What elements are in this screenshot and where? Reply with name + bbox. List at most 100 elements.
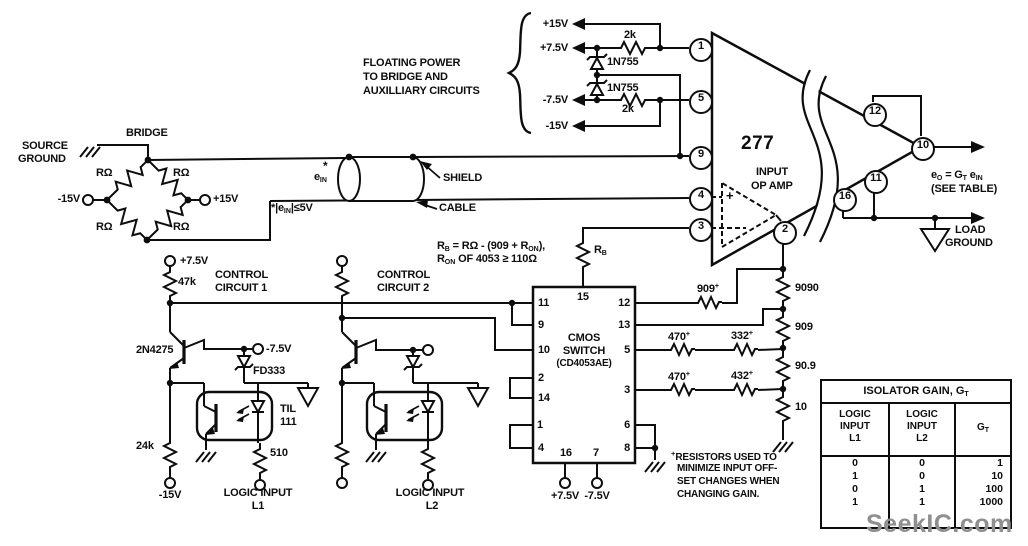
cmos-pin-1: 1	[537, 419, 543, 431]
label-cc1-logic-2: L1	[251, 500, 265, 512]
amp-pin-3: 3	[689, 218, 713, 242]
cmos-ground-symbol	[644, 461, 666, 473]
cmos-pin-8: 8	[624, 442, 630, 454]
label-load-ground-1: LOAD	[955, 224, 986, 236]
label-r-bl: RΩ	[96, 221, 113, 233]
cmos-pin-3: 3	[624, 384, 630, 396]
label-cmos-2: SWITCH	[562, 345, 606, 357]
label-floating-3: AUXILLIARY CIRCUITS	[363, 85, 480, 97]
label-shield: SHIELD	[443, 172, 483, 184]
isolation-wave-right	[817, 75, 839, 243]
label-amp-plus: +	[726, 188, 734, 203]
cc2-ground-symbol	[365, 451, 387, 463]
isolation-wave-left	[801, 69, 823, 237]
label-bridge: BRIDGE	[126, 127, 168, 139]
label-amp-inner-1: INPUT	[756, 166, 789, 178]
arrows	[572, 18, 985, 224]
fd333-diode	[234, 355, 254, 371]
terminal-cmos-p75	[559, 477, 571, 489]
led-cc2	[406, 400, 436, 422]
label-chain-909: 909	[795, 321, 813, 333]
led-cc1	[236, 400, 266, 422]
source-ground-symbol	[79, 146, 101, 158]
label-cc1-title-1: CONTROL	[215, 269, 268, 281]
label-cc1-title-2: CIRCUIT 1	[215, 282, 267, 294]
label-cc1-supply: +7.5V	[180, 255, 209, 267]
label-floating-2: TO BRIDGE AND	[363, 71, 448, 83]
label-chain-90-9: 90.9	[795, 360, 816, 372]
label-r332: 332+	[731, 328, 754, 342]
label-cc1-510: 510	[270, 447, 288, 459]
label-chain-9090: 9090	[795, 282, 819, 294]
label-ein: eIN	[314, 171, 327, 184]
cmos-pin-9: 9	[538, 319, 544, 331]
label-output-formula: eO = GT eIN	[931, 169, 983, 182]
label-2k-bottom: 2k	[622, 103, 634, 115]
amp-pin-12: 12	[863, 103, 887, 127]
cc1-triangle-ground	[296, 387, 320, 409]
arrow-load	[971, 212, 985, 224]
label-cc2-logic-1: LOGIC INPUT	[395, 487, 465, 499]
label-rb-formula-1: RB = RΩ - (909 + RON),	[437, 240, 546, 253]
terminal-logic-l2	[422, 479, 434, 491]
cmos-pin-13: 13	[618, 319, 630, 331]
label-cc1-24k: 24k	[136, 440, 154, 452]
cc2-triangle-ground	[466, 387, 490, 409]
optocoupler-til111	[195, 390, 274, 442]
label-cc1-logic-1: LOGIC INPUT	[223, 487, 293, 499]
table-title: ISOLATOR GAIN, GT	[822, 381, 1010, 404]
cmos-pin-2: 2	[538, 372, 544, 384]
label-floating-1: FLOATING POWER	[363, 57, 461, 69]
label-tap-m15: -15V	[545, 120, 569, 132]
cmos-pin-6: 6	[624, 419, 630, 431]
terminal-logic-l1	[254, 479, 266, 491]
amp-pin-2: 2	[773, 221, 797, 245]
label-tap-p15: +15V	[542, 18, 568, 30]
cmos-pin-4: 4	[538, 442, 544, 454]
cmos-pin-7: 7	[593, 447, 599, 459]
floating-power-brace	[506, 11, 532, 135]
terminal-cmos-m75	[591, 477, 603, 489]
label-cc1-diode: FD333	[253, 365, 286, 377]
op-amp	[710, 30, 924, 268]
arrow-p75	[572, 42, 585, 54]
label-r-br: RΩ	[173, 221, 190, 233]
label-bridge-neg15: -15V	[57, 193, 81, 205]
label-amp-inner-2: OP AMP	[751, 180, 793, 192]
amp-pin-16: 16	[833, 188, 857, 212]
label-cc1-opto-1: TIL	[280, 403, 296, 415]
terminal-cc1-neg	[252, 343, 264, 355]
label-r909: 909+	[697, 281, 720, 295]
arrow-m75	[572, 94, 585, 106]
amp-pin-5: 5	[689, 90, 713, 114]
cc1-ground-symbol	[195, 451, 217, 463]
q1-emitter-arrow	[169, 362, 179, 369]
label-amp-part: 277	[741, 133, 775, 154]
terminal-neg15-bridge	[82, 194, 94, 206]
shield-pointer-head	[420, 161, 432, 170]
terminal-cc1-supply	[164, 255, 176, 267]
cmos-pin-11: 11	[538, 297, 550, 309]
label-source-ground-1: SOURCE	[22, 140, 68, 152]
label-chain-10: 10	[795, 401, 807, 413]
q2-emitter-arrow	[341, 362, 351, 369]
label-note-1: +RESISTORS USED TO	[671, 449, 777, 463]
arrow-p15	[572, 18, 585, 30]
label-cc2-logic-2: L2	[425, 500, 439, 512]
cmos-pin-12: 12	[618, 297, 630, 309]
amp-pin-9: 9	[689, 146, 713, 170]
label-cc1-neg15: -15V	[158, 489, 182, 501]
amp-pin-1: 1	[689, 38, 713, 62]
label-note-3: SET CHANGES WHEN	[677, 476, 780, 487]
inner-op-amp	[721, 181, 778, 249]
label-note-4: CHANGING GAIN.	[677, 489, 760, 500]
label-cmos-3: (CD4053AE)	[556, 358, 612, 369]
label-load-ground-2: GROUND	[945, 237, 993, 249]
label-zener-1: 1N755	[607, 56, 639, 68]
label-rb-formula-2: RON OF 4053 ≥ 110Ω	[437, 253, 537, 266]
cmos-pin-15: 15	[577, 291, 589, 303]
label-cc1-47k: 47k	[178, 276, 196, 288]
opto2-emitter-arrow	[375, 428, 385, 435]
